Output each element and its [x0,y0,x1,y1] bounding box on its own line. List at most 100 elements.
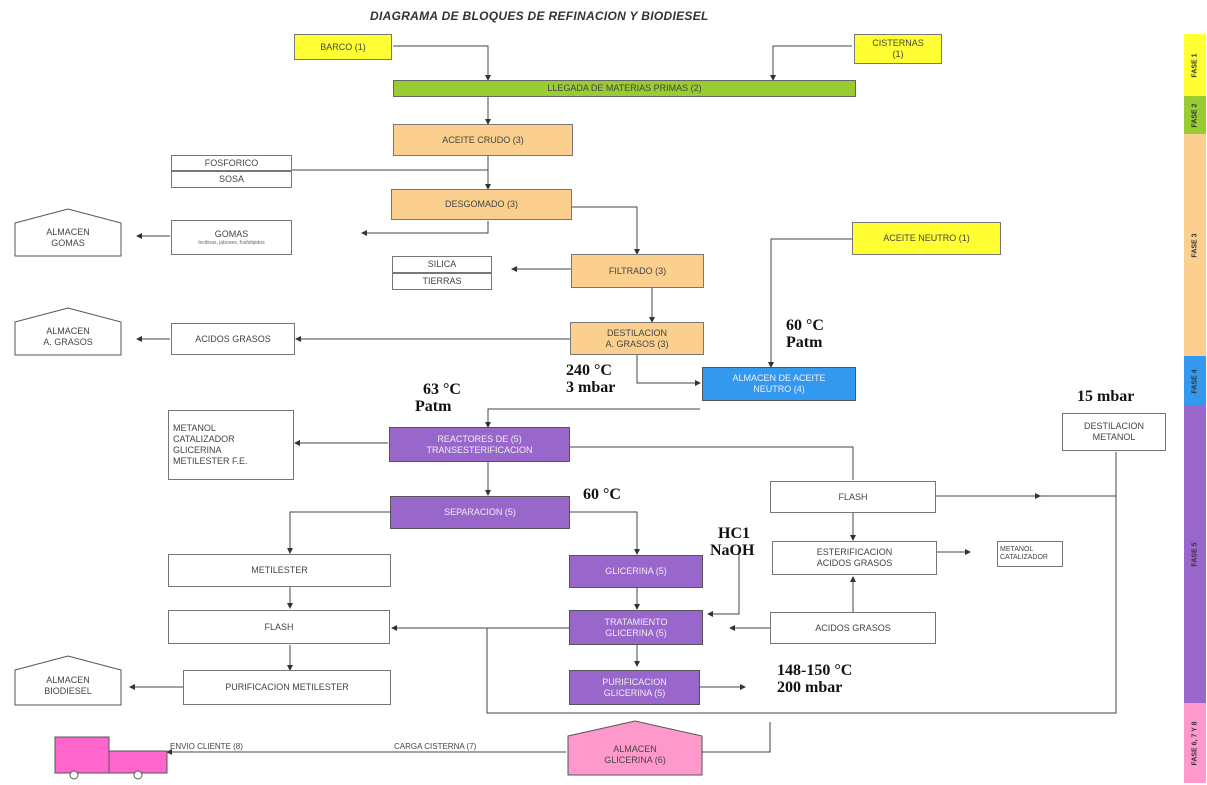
list-metilester-fe: METILESTER F.E. [173,455,248,466]
esterificacion-line-1: ESTERIFICACION [816,547,893,558]
almacen-gomas-house [14,208,122,257]
list-catalizador: CATALIZADOR [173,434,235,445]
almacen-gomas-line-2: GOMAS [51,238,85,248]
destilacion-agrasos-box: DESTILACION A. GRASOS (3) [570,322,704,355]
condition-148c: 148-150 °C [777,662,853,679]
almacen-glicerina-line-2: GLICERINA (6) [604,755,666,765]
condition-240c-3mbar: 240 °C 3 mbar [566,362,616,397]
condition-60c-separacion: 60 °C [583,486,621,503]
glicerina-box: GLICERINA (5) [569,555,703,588]
purificacion-glicerina-box: PURIFICACION GLICERINA (5) [569,670,700,705]
condition-patm: Patm [786,333,823,351]
metilester-box: METILESTER [168,554,391,587]
destilacion-metanol-line-1: DESTILACION [1083,421,1144,432]
almacen-biodiesel-line-1: ALMACEN [46,675,90,686]
almacen-aceite-neutro-line-2: NEUTRO (4) [753,384,805,394]
cisternas-line-2: (1) [892,49,904,59]
condition-hcl: HC1 [718,525,750,542]
flash-right-box: FLASH [770,481,936,513]
almacen-agrasos-house [14,307,122,356]
phase-4-band: FASE 4 [1184,356,1206,406]
destilacion-metanol-line-2: METANOL [1092,432,1136,442]
tratamiento-line-2: GLICERINA (5) [605,627,667,638]
phase-2-label: FASE 2 [1191,102,1199,128]
acidos-grasos-box-2: ACIDOS GRASOS [770,612,936,644]
truck-icon [54,736,168,780]
metanol-catalizador-list-box: METANOL CATALIZADOR GLICERINA METILESTER… [168,410,294,480]
acidos-grasos-box-1: ACIDOS GRASOS [171,323,295,355]
metanol-cat-line-1: METANOL [1000,545,1034,553]
esterificacion-box: ESTERIFICACION ACIDOS GRASOS [772,541,937,575]
phase-678-band: FASE 6, 7 Y 8 [1184,703,1206,783]
reactores-line-2: TRANSESTERIFICACION [426,444,533,455]
llegada-materias-primas-box: LLEGADA DE MATERIAS PRIMAS (2) [393,80,856,97]
metanol-cat-line-2: CATALIZADOR [1000,554,1048,561]
gomas-box: GOMAS lecitinas, jabones, fosfolipidos [171,220,292,255]
almacen-glicerina-house [567,720,703,776]
tratamiento-line-1: TRATAMIENTO [604,616,668,627]
silica-box: SILICA [392,256,492,273]
tratamiento-glicerina-box: TRATAMIENTO GLICERINA (5) [569,610,703,645]
envio-cliente-label: ENVIO CLIENTE (8) [170,742,243,751]
condition-hcl-naoh: HC1 NaOH [710,525,755,560]
esterificacion-line-2: ACIDOS GRASOS [816,558,893,568]
cisternas-line-1: CISTERNAS [872,38,924,49]
condition-naoh: NaOH [710,541,755,559]
destilacion-agrasos-line-1: DESTILACION [606,327,667,338]
condition-patm-2: Patm [415,397,452,415]
condition-200mbar: 200 mbar [777,678,843,696]
list-glicerina: GLICERINA [173,445,222,455]
almacen-agrasos-line-1: ALMACEN [46,326,90,337]
almacen-biodiesel-house [14,655,122,706]
aceite-neutro-box: ACEITE NEUTRO (1) [852,222,1001,255]
separacion-box: SEPARACION (5) [390,496,570,529]
almacen-agrasos-line-2: A. GRASOS [43,337,93,347]
gomas-subtitle: lecitinas, jabones, fosfolipidos [198,239,265,246]
reactores-transesterificacion-box: REACTORES DE (5) TRANSESTERIFICACION [389,427,570,462]
reactores-line-1: REACTORES DE (5) [437,434,521,445]
phase-3-band: FASE 3 [1184,134,1206,356]
phase-1-band: FASE 1 [1184,34,1206,96]
condition-60c: 60 °C [786,317,824,334]
purificacion-glicerina-line-2: GLICERINA (5) [603,687,666,698]
almacen-biodiesel-line-2: BIODIESEL [44,686,92,696]
phase-3-label: FASE 3 [1191,232,1199,258]
purificacion-metilester-box: PURIFICACION METILESTER [183,670,391,705]
barco-box: BARCO (1) [294,34,392,60]
reactores-text: REACTORES DE [437,433,509,444]
flash-left-box: FLASH [168,610,390,644]
fosforico-box: FOSFORICO [171,155,292,171]
phase-1-label: FASE 1 [1191,52,1199,78]
condition-3mbar: 3 mbar [566,378,616,396]
phase-5-band: FASE 5 [1184,406,1206,703]
almacen-biodiesel-label: ALMACEN BIODIESEL [15,668,121,704]
phase-4-label: FASE 4 [1191,368,1199,394]
almacen-aceite-neutro-line-1: ALMACEN DE ACEITE [732,373,826,384]
condition-63c-patm: 63 °C Patm [415,381,461,416]
diagram-title: DIAGRAMA DE BLOQUES DE REFINACION Y BIOD… [370,9,709,23]
list-metanol: METANOL [173,423,216,434]
almacen-gomas-line-1: ALMACEN [46,227,90,238]
phase-5-label: FASE 5 [1191,542,1199,567]
desgomado-box: DESGOMADO (3) [391,189,572,220]
phase-2-band: FASE 2 [1184,96,1206,134]
phase-678-label: FASE 6, 7 Y 8 [1191,720,1199,766]
condition-60c-patm: 60 °C Patm [786,317,824,352]
reactores-number: (5) [510,433,522,444]
tierras-box: TIERRAS [392,273,492,290]
condition-15mbar: 15 mbar [1077,388,1135,405]
almacen-gomas-label: ALMACEN GOMAS [15,221,121,255]
filtrado-box: FILTRADO (3) [571,254,704,288]
condition-148c-200mbar: 148-150 °C 200 mbar [777,662,853,697]
almacen-aceite-neutro-box: ALMACEN DE ACEITE NEUTRO (4) [702,367,856,401]
destilacion-metanol-box: DESTILACION METANOL [1062,413,1166,451]
purificacion-glicerina-line-1: PURIFICACION [602,676,667,687]
metanol-catalizador-box: METANOL CATALIZADOR [997,541,1063,567]
almacen-agrasos-label: ALMACEN A. GRASOS [15,320,121,354]
aceite-crudo-box: ACEITE CRUDO (3) [393,124,573,156]
almacen-glicerina-line-1: ALMACEN [613,744,657,755]
condition-240c: 240 °C [566,362,612,379]
almacen-glicerina-label: ALMACEN GLICERINA (6) [568,736,702,774]
gomas-title: GOMAS [214,229,249,240]
